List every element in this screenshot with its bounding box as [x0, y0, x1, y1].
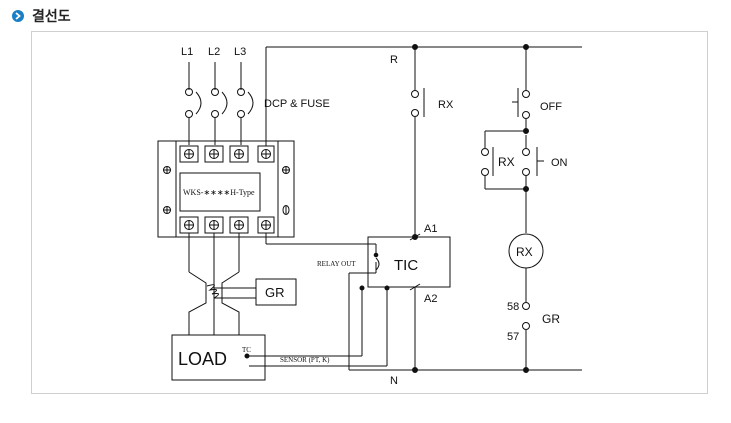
label-rx-coil: RX	[516, 245, 533, 259]
chevron-right-icon	[12, 10, 24, 22]
label-tc: TC	[242, 346, 251, 354]
label-sensor: SENSOR (PT, K)	[280, 356, 330, 364]
section-header: 결선도	[12, 6, 71, 26]
label-terminal-57: 57	[507, 331, 519, 343]
label-ssr-model: WKS-∗∗∗∗H-Type	[183, 188, 255, 197]
label-gr-box: GR	[265, 285, 285, 300]
label-l3: L3	[234, 46, 246, 58]
label-n: N	[390, 375, 398, 387]
label-relay-out: RELAY OUT	[317, 260, 356, 268]
label-a1: A1	[424, 223, 437, 235]
label-fuse: DCP & FUSE	[264, 98, 330, 110]
label-terminal-58: 58	[507, 301, 519, 313]
label-l2: L2	[208, 46, 220, 58]
label-gr: GR	[542, 312, 560, 326]
label-rx-contact: RX	[438, 99, 454, 111]
label-off: OFF	[540, 101, 562, 113]
label-a2: A2	[424, 293, 437, 305]
diagram-frame	[31, 31, 708, 394]
label-r: R	[390, 54, 398, 66]
label-on: ON	[551, 157, 568, 169]
label-rx-hold: RX	[498, 155, 515, 169]
label-load: LOAD	[178, 349, 227, 369]
section-title: 결선도	[32, 9, 71, 25]
label-l1: L1	[181, 46, 193, 58]
label-tic: TIC	[394, 257, 418, 274]
